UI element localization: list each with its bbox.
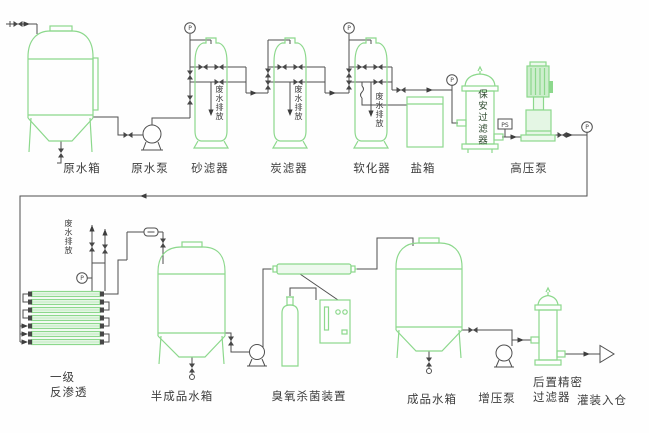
- valve-icon: [396, 87, 406, 93]
- security-filter-label: 保安过滤器: [476, 89, 486, 147]
- valve-icon: [123, 132, 133, 138]
- flow-arrow-icon: [21, 331, 28, 337]
- pressure-gauge-icon: P: [446, 74, 458, 86]
- flow-arrow-icon: [510, 134, 517, 140]
- raw-water-tank-label: 原水箱: [63, 163, 101, 175]
- pressure-gauge-icon: P: [581, 121, 593, 133]
- booster-pump-label: 增压泵: [478, 393, 516, 405]
- valve-icon: [102, 244, 108, 254]
- raw-water-tank: [27, 25, 99, 153]
- flow-meter-icon: [143, 227, 159, 237]
- flow-arrow-icon: [250, 90, 257, 96]
- filling-label: 灌装入仓: [577, 395, 627, 407]
- salt-tank: [406, 96, 444, 148]
- semi-product-tank-label: 半成品水箱: [150, 391, 214, 403]
- valve-icon: [468, 327, 478, 333]
- valve-icon: [189, 363, 195, 373]
- security-filter: [456, 65, 504, 153]
- svg-text:P: P: [188, 25, 192, 32]
- valve-icon: [198, 64, 208, 70]
- valve-icon: [373, 64, 383, 70]
- pressure-gauge-icon: P: [76, 272, 88, 284]
- product-tank-label: 成品水箱: [407, 394, 457, 406]
- salt-tank-label: 盐箱: [410, 163, 436, 175]
- valve-icon: [58, 148, 64, 158]
- svg-text:P: P: [347, 25, 351, 32]
- valve-icon: [557, 132, 567, 138]
- waste-discharge-label: 废水排放: [294, 85, 303, 121]
- svg-text:P: P: [585, 124, 589, 131]
- high-pressure-pump-label: 高压泵: [510, 163, 548, 175]
- ro-membrane-unit: [28, 290, 104, 346]
- post-filter-label: 后置精密 过滤器: [533, 377, 583, 404]
- flow-arrow-icon: [517, 337, 524, 343]
- filling-outlet-icon: [599, 344, 615, 364]
- ozone-contact-tube: [276, 263, 352, 275]
- carbon-filter-label: 炭滤器: [270, 163, 308, 175]
- flow-arrow-icon: [89, 225, 95, 232]
- svg-text:P: P: [450, 77, 454, 84]
- valve-icon: [187, 70, 193, 80]
- valve-icon: [187, 95, 193, 105]
- flow-arrow-icon: [102, 229, 108, 236]
- valve-icon: [426, 357, 432, 367]
- high-pressure-pump: [520, 61, 556, 142]
- ozone-unit-label: 臭氧杀菌装置: [271, 391, 347, 403]
- valve-icon: [228, 336, 234, 346]
- flow-arrow-icon: [23, 21, 30, 27]
- softener-label: 软化器: [353, 163, 391, 175]
- ro-unit-label: 一级 反渗透: [50, 372, 88, 399]
- flow-arrow-icon: [21, 323, 28, 329]
- drain-ball-icon: [189, 374, 195, 380]
- flow-arrow-icon: [426, 87, 433, 93]
- flow-arrow-icon: [368, 110, 374, 117]
- waste-discharge-label: 废水排放: [64, 219, 73, 255]
- svg-text:P: P: [80, 275, 84, 282]
- flow-arrow-icon: [566, 132, 573, 138]
- flow-arrow-icon: [140, 193, 147, 199]
- valve-icon: [346, 68, 352, 78]
- ozone-unit: [271, 263, 357, 367]
- ozone-control-box: [319, 299, 351, 344]
- flow-arrow-icon: [287, 109, 293, 116]
- raw-water-pump: [141, 124, 163, 151]
- ozone-feed-pump: [247, 344, 267, 367]
- waste-discharge-label: 废水排放: [375, 92, 384, 128]
- post-precision-filter: [530, 286, 566, 366]
- valve-icon: [13, 21, 23, 27]
- product-tank: [395, 237, 463, 359]
- pressure-gauge-icon: P: [184, 22, 196, 34]
- raw-water-pump-label: 原水泵: [131, 163, 169, 175]
- booster-pump: [494, 344, 514, 368]
- valve-icon: [357, 64, 367, 70]
- oxygen-bottle: [281, 304, 299, 367]
- valve-icon: [160, 238, 166, 248]
- flow-arrow-icon: [21, 339, 28, 345]
- valve-icon: [265, 68, 271, 78]
- pressure-switch-label: PS: [501, 122, 509, 129]
- sand-filter-label: 砂滤器: [191, 163, 229, 175]
- pressure-switch-box: PS: [497, 118, 513, 130]
- flow-arrow-icon: [583, 351, 590, 357]
- semi-product-tank: [157, 241, 226, 365]
- waste-discharge-label: 废水排放: [215, 85, 224, 121]
- flow-arrow-icon: [208, 109, 214, 116]
- valve-icon: [293, 64, 303, 70]
- drain-ball-icon: [426, 368, 432, 374]
- valve-icon: [277, 64, 287, 70]
- flow-arrow-icon: [329, 90, 336, 96]
- pressure-gauge-icon: P: [343, 22, 355, 34]
- valve-icon: [214, 64, 224, 70]
- valve-icon: [89, 242, 95, 252]
- valve-icon: [373, 79, 383, 85]
- level-gauge-tube: [92, 57, 99, 111]
- pressure-gauges: P P P P P: [76, 22, 593, 284]
